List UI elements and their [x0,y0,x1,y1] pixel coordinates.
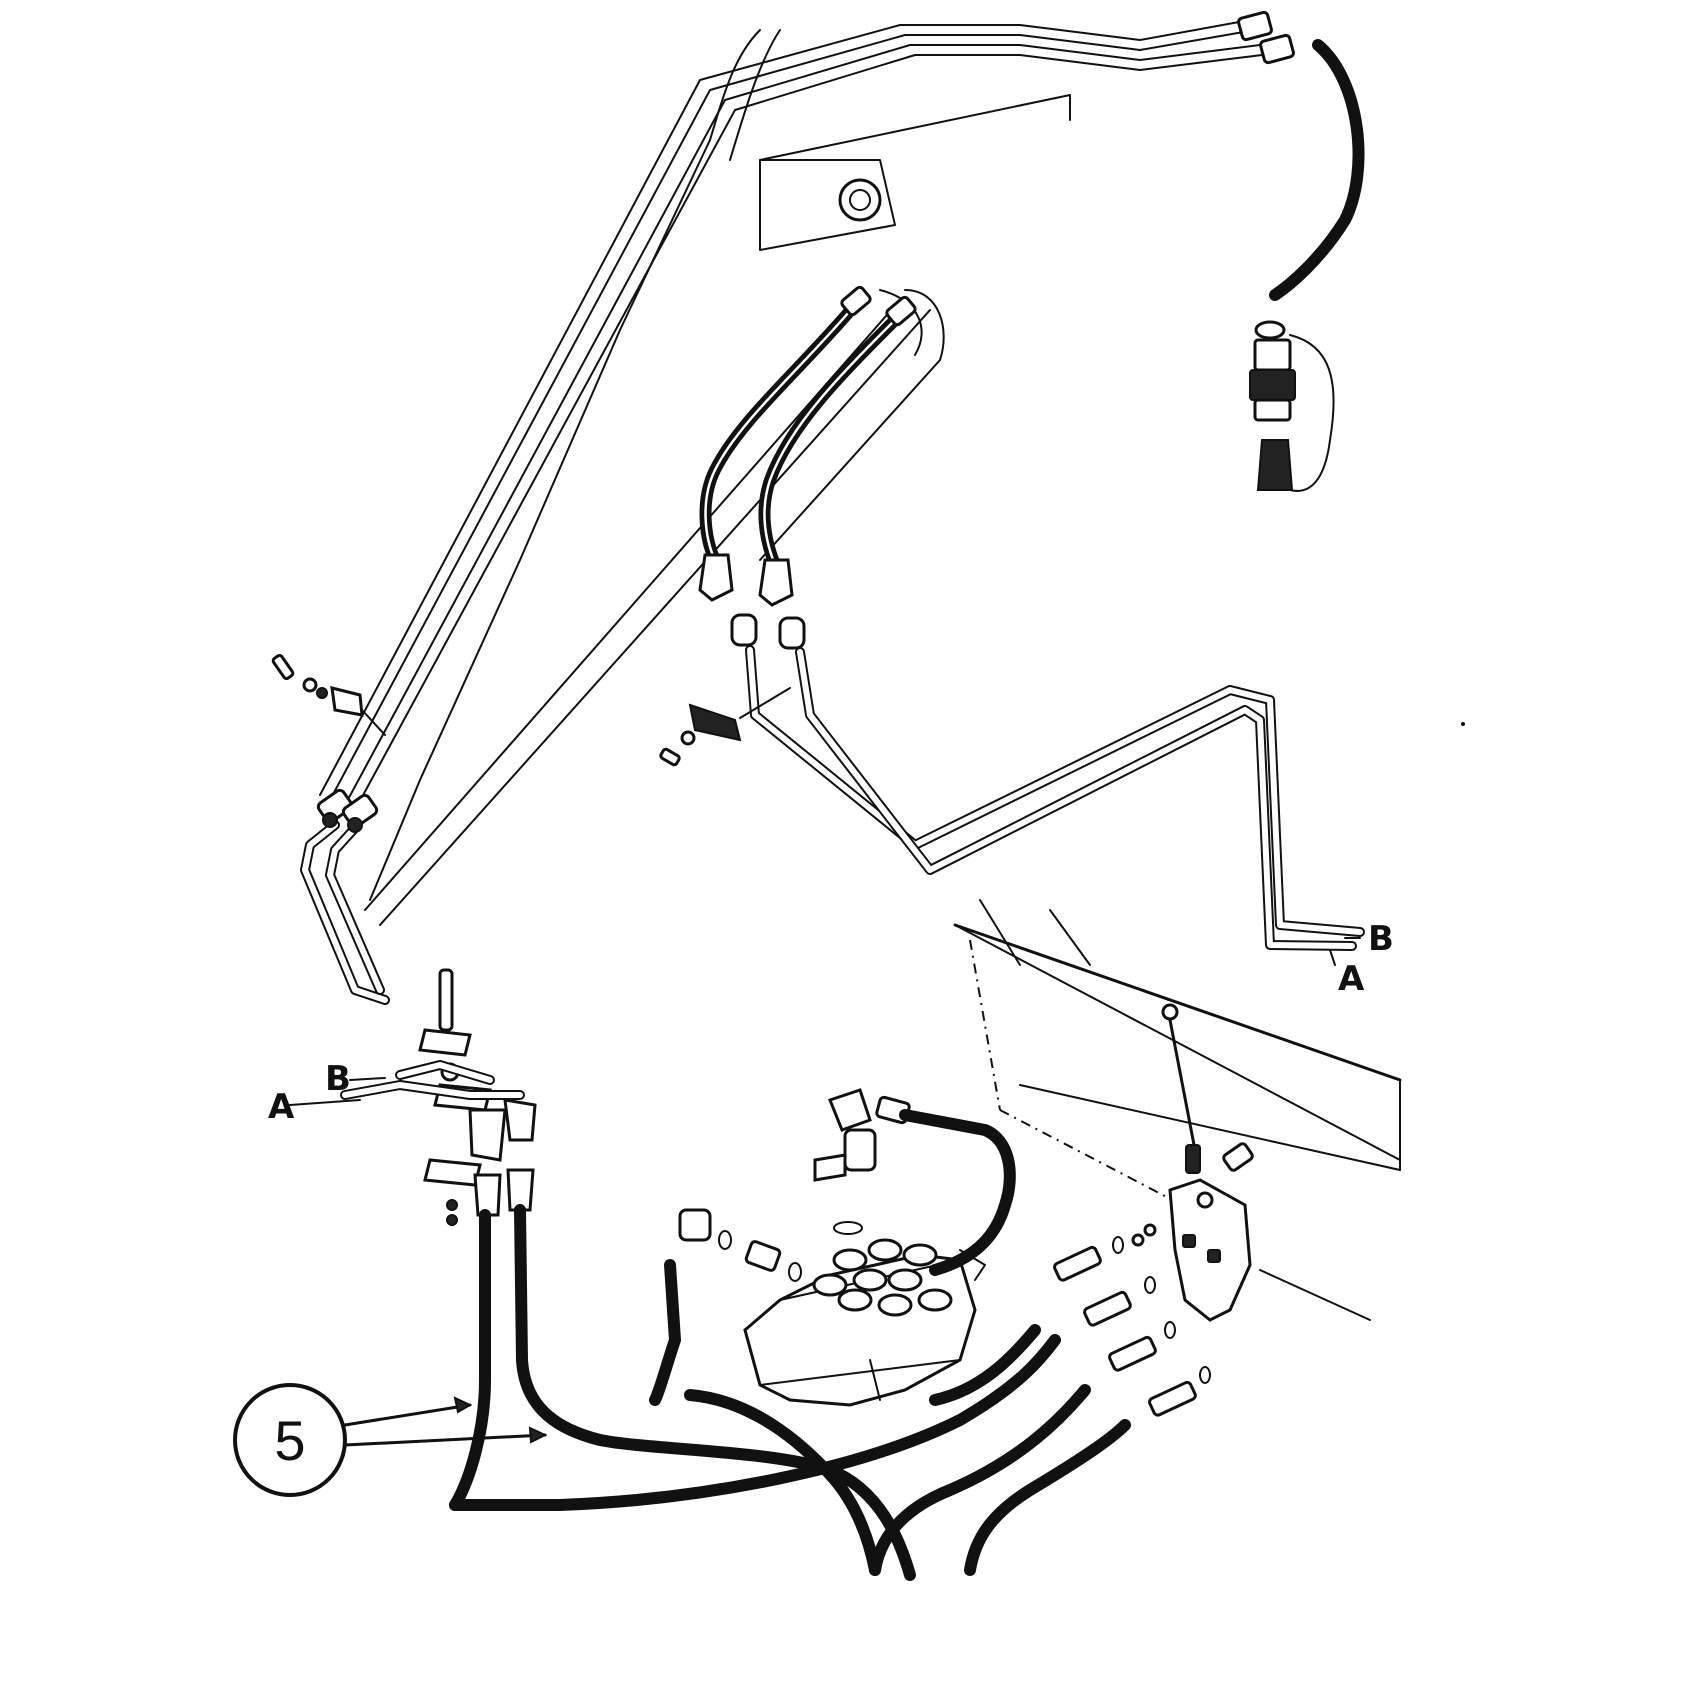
lower-left-clamp-stack [340,968,537,1226]
label-b-lower: B [325,1059,351,1099]
label-a-upper: A [1338,959,1365,999]
stray-dot [1461,722,1465,726]
rigid-lines-ab [745,645,1365,951]
mid-boom-clamp [659,687,791,767]
left-rigid-lines [300,820,390,1005]
callout-number: 5 [274,1409,305,1472]
callout-arrows [343,1396,548,1447]
quick-coupler [1249,320,1335,492]
mid-boom-hoses [698,285,917,650]
tractor-frame [953,899,1402,1321]
control-valve [1131,1178,1252,1322]
main-valve-body [743,1238,986,1407]
control-rod [1161,1003,1254,1174]
valve-top-fittings [678,1088,911,1282]
callout-5: 5 [233,1383,347,1497]
left-boom-fittings [316,788,379,833]
label-leaders [289,937,1361,1106]
label-b-upper: B [1368,919,1394,959]
lower-hoses [449,1204,1131,1581]
top-right-fittings [1237,10,1295,65]
right-hose [1269,39,1365,301]
label-a-lower: A [268,1087,295,1127]
valve-port-fittings [1053,1236,1211,1417]
valve-return-hose [899,1109,1041,1406]
boom-steel-lines [319,19,1263,811]
upper-left-clamp [271,653,386,736]
